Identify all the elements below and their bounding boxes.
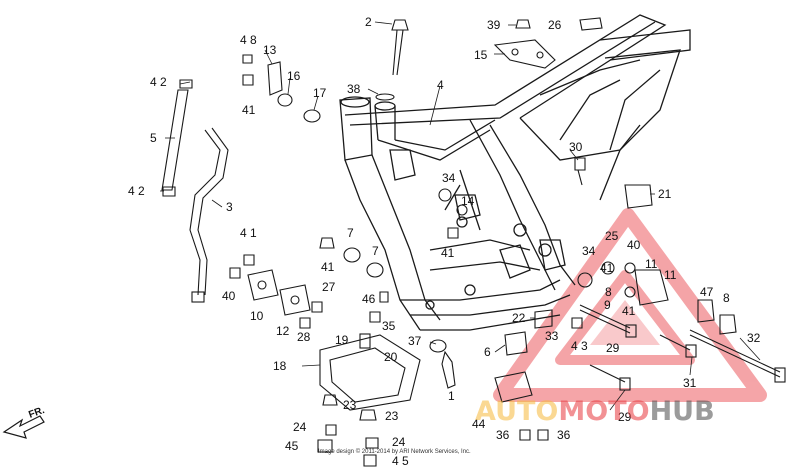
callout-34-upper: 34	[442, 171, 456, 185]
callout-21: 21	[658, 187, 672, 201]
callout-15: 15	[474, 48, 488, 62]
callout-39: 39	[487, 18, 501, 32]
svg-text:AUTOMOTOHUB: AUTOMOTOHUB	[475, 396, 715, 427]
callout-41-center: 41	[321, 260, 335, 274]
callout-41-mid: 41	[441, 246, 455, 260]
callout-27: 27	[322, 280, 336, 294]
callout-20: 20	[384, 350, 398, 364]
callout-35: 35	[382, 319, 396, 333]
callout-14: 14	[461, 194, 475, 208]
callout-46: 46	[362, 292, 376, 306]
leader-lines	[160, 21, 761, 411]
callout-36-right: 36	[557, 428, 571, 442]
callout-19: 19	[335, 333, 349, 347]
callout-36-left: 36	[496, 428, 510, 442]
callout-40-upper: 40	[627, 238, 641, 252]
callout-23-left: 23	[343, 398, 357, 412]
callout-48: 4 8	[240, 33, 257, 47]
callout-22: 22	[512, 311, 526, 325]
callout-42-top: 4 2	[150, 75, 167, 89]
callout-34-lower: 34	[582, 244, 596, 258]
callout-37: 37	[408, 334, 422, 348]
callout-23-right: 23	[385, 409, 399, 423]
main-frame	[339, 14, 691, 331]
callout-4: 4	[437, 78, 444, 92]
callout-29-bottom: 29	[618, 410, 632, 424]
callout-42-bottom: 4 2	[128, 184, 145, 198]
callout-47: 47	[700, 285, 714, 299]
small-parts	[161, 17, 786, 467]
callout-6: 6	[484, 345, 491, 359]
callout-18: 18	[273, 359, 287, 373]
callout-17: 17	[313, 86, 327, 100]
callout-8-b: 8	[723, 291, 730, 305]
callout-43: 4 3	[571, 339, 588, 353]
direction-label: FR.	[27, 405, 46, 421]
callout-41-left: 4 1	[240, 226, 257, 240]
callout-3: 3	[226, 200, 233, 214]
watermark-logo-icon	[493, 208, 767, 402]
callout-41-bracket: 41	[622, 304, 636, 318]
watermark-part-hub: HUB	[650, 396, 715, 427]
callout-8-a: 8	[605, 285, 612, 299]
callout-38: 38	[347, 82, 361, 96]
watermark-part-auto: AUTO	[475, 396, 558, 427]
callout-7-a: 7	[347, 226, 354, 240]
watermark-brand: AUTOMOTOHUB	[475, 396, 715, 427]
callout-24-left: 24	[293, 420, 307, 434]
callout-10: 10	[250, 309, 264, 323]
callout-9: 9	[604, 298, 611, 312]
callout-31: 31	[683, 376, 697, 390]
watermark-part-moto: MOTO	[558, 396, 649, 427]
callout-45-left: 45	[285, 439, 299, 453]
callout-25: 25	[605, 229, 619, 243]
callout-41-top: 41	[242, 103, 256, 117]
callout-44: 44	[472, 417, 486, 431]
callout-5: 5	[150, 131, 157, 145]
callout-41-right: 41	[600, 261, 614, 275]
callout-1: 1	[448, 389, 455, 403]
front-direction-indicator: FR.	[2, 405, 46, 439]
callout-11-b: 11	[664, 268, 677, 282]
callout-45-right: 4 5	[392, 454, 409, 468]
callout-16: 16	[287, 69, 301, 83]
callout-33: 33	[545, 329, 559, 343]
callout-29-right: 29	[606, 341, 620, 355]
callout-11-a: 11	[645, 257, 658, 271]
callout-40-left: 40	[222, 289, 236, 303]
callout-13: 13	[263, 43, 277, 57]
callout-28: 28	[297, 330, 311, 344]
copyright-text: Image design © 2011-2014 by ARI Network …	[318, 448, 471, 455]
callout-26: 26	[548, 18, 562, 32]
front-arrow-icon	[2, 415, 45, 439]
callout-7-b: 7	[372, 244, 379, 258]
callout-labels: 2 39 26 4 8 13 15 4 2 16 38 4 17 41 5 30…	[128, 15, 761, 468]
callout-32: 32	[747, 331, 761, 345]
callout-12: 12	[276, 324, 290, 338]
callout-24-right: 24	[392, 435, 406, 449]
callout-30: 30	[569, 140, 583, 154]
callout-2: 2	[365, 15, 372, 29]
